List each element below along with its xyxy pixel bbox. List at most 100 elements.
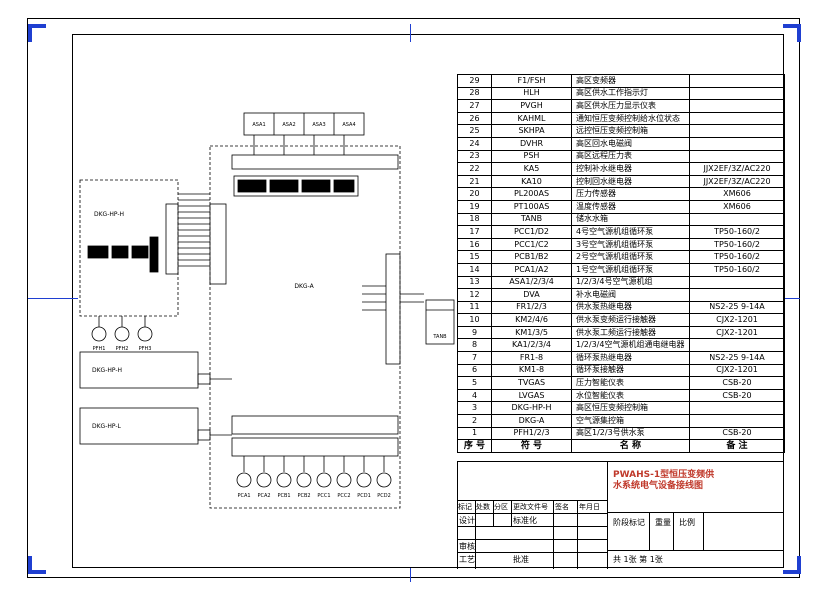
bom-code: FR1-8 — [491, 351, 572, 365]
bom-name: 空气源集控箱 — [571, 414, 690, 428]
motor-bottom-5: PCC1 — [317, 493, 330, 499]
tb-label-mark: 标记 — [458, 503, 472, 511]
bom-name: 储水水箱 — [571, 212, 690, 227]
main-cabinet-outline — [209, 145, 401, 509]
center-mark-top — [410, 24, 411, 42]
bom-note: TP50-160/2 — [689, 237, 785, 252]
bom-code: PCC1/D2 — [491, 225, 572, 239]
bom-seq: 25 — [457, 124, 492, 138]
bom-note: TP50-160/2 — [689, 262, 785, 277]
top-unit-1: ASA1 — [252, 122, 265, 128]
bom-note: CSB-20 — [689, 388, 785, 403]
bom-note: CSB-20 — [689, 376, 785, 390]
bom-name: 1/2/3/4空气源机组通电继电器 — [571, 338, 690, 353]
bom-name: 压力传感器 — [571, 187, 690, 201]
bom-name: 4号空气源机组循环泵 — [571, 225, 690, 239]
bom-name: 控制补水继电器 — [571, 162, 690, 176]
motor-left-3: PFH3 — [139, 346, 152, 352]
bom-seq: 3 — [457, 401, 492, 416]
bom-name: 高区回水电磁阀 — [571, 136, 690, 151]
tb-sheets: 共 1张 第 1张 — [613, 555, 663, 564]
bom-name: 水位智能仪表 — [571, 388, 690, 403]
bom-header-seq: 序 号 — [457, 439, 492, 453]
hp-h-box — [79, 351, 199, 389]
bom-header-code: 符 号 — [491, 439, 572, 453]
bom-code: PCA1/A2 — [491, 262, 572, 277]
bom-note: NS2-25 9-14A — [689, 300, 785, 315]
bom-name: 1号空气源机组循环泵 — [571, 262, 690, 277]
bom-seq: 17 — [457, 225, 492, 239]
bom-note: NS2-25 9-14A — [689, 351, 785, 365]
drawing-title: PWAHS-1型恒压变频供水系统电气设备接线图 — [613, 470, 715, 491]
bom-note — [689, 136, 785, 151]
bom-note — [689, 111, 785, 126]
bom-seq: 26 — [457, 111, 492, 126]
corner-mark-top-right — [783, 24, 801, 42]
tb-approve: 批准 — [513, 555, 529, 564]
bom-seq: 28 — [457, 86, 492, 101]
motor-bottom-7: PCD1 — [357, 493, 371, 499]
box-l-label: DKG-HP-L — [92, 423, 122, 430]
bom-name: 高区供水压力显示仪表 — [571, 99, 690, 113]
bom-seq: 12 — [457, 288, 492, 302]
bom-code: KAHML — [491, 111, 572, 126]
bom-seq: 1 — [457, 426, 492, 441]
bom-name: 控制回水继电器 — [571, 174, 690, 189]
tb-design: 设计 — [459, 516, 475, 525]
bom-name: 高区1/2/3号供水泵 — [571, 426, 690, 441]
top-unit-2: ASA2 — [282, 122, 295, 128]
bom-name: 1/2/3/4号空气源机组 — [571, 275, 690, 290]
bom-seq: 23 — [457, 149, 492, 164]
bom-code: DVHR — [491, 136, 572, 151]
bom-note: CJX2-1201 — [689, 325, 785, 340]
center-mark-bottom — [410, 568, 411, 582]
bom-name: 供水泵热继电器 — [571, 300, 690, 315]
bom-code: DKG-HP-H — [491, 401, 572, 416]
tb-stage-mark: 阶段标记 — [613, 518, 645, 527]
bom-name: 2号空气源机组循环泵 — [571, 250, 690, 264]
bom-note: XM606 — [689, 199, 785, 214]
bom-note: CSB-20 — [689, 426, 785, 441]
bom-note: TP50-160/2 — [689, 225, 785, 239]
hp-l-box — [79, 407, 199, 445]
bom-code: SKHPA — [491, 124, 572, 138]
bom-seq: 9 — [457, 325, 492, 340]
bom-seq: 27 — [457, 99, 492, 113]
bom-code: PCC1/C2 — [491, 237, 572, 252]
bom-name: 温度传感器 — [571, 199, 690, 214]
bom-seq: 14 — [457, 262, 492, 277]
bom-note — [689, 414, 785, 428]
main-cabinet-label: DKG-A — [294, 283, 314, 290]
bom-seq: 20 — [457, 187, 492, 201]
bom-code: LVGAS — [491, 388, 572, 403]
tb-weight: 重量 — [655, 518, 671, 527]
bom-seq: 8 — [457, 338, 492, 353]
bom-code: F1/FSH — [491, 74, 572, 88]
tb-scale: 比例 — [679, 518, 695, 527]
wiring-diagram: DKG-A DKG-HP-H DKG-HP-H DKG-HP-L TANB AS… — [79, 112, 455, 509]
bom-note — [689, 288, 785, 302]
top-unit-4: ASA4 — [342, 122, 355, 128]
bom-name: 高区变频器 — [571, 74, 690, 88]
bom-code: KA1/2/3/4 — [491, 338, 572, 353]
bom-seq: 22 — [457, 162, 492, 176]
bom-name: 高区恒压变频控制箱 — [571, 401, 690, 416]
